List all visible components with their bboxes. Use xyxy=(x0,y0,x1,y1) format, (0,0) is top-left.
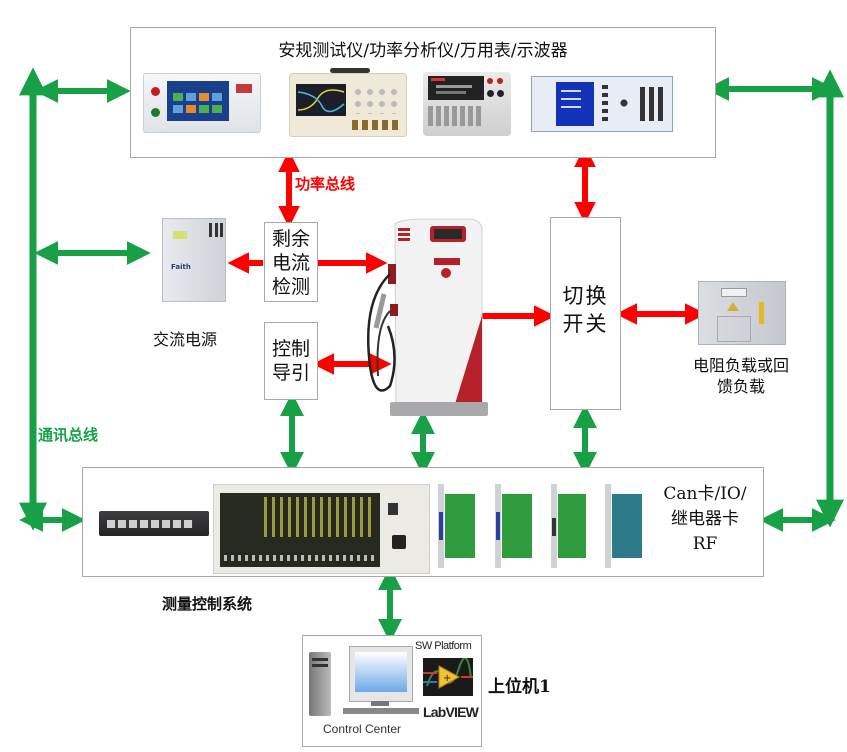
touch-screen xyxy=(167,81,229,121)
comm-bus-label: 通讯总线 xyxy=(38,426,99,444)
ac-source-brand: Faith xyxy=(171,263,191,271)
ev-charger-image xyxy=(360,216,490,421)
multimeter-image xyxy=(423,72,511,136)
load-line-1: 电阻负载或回 xyxy=(692,356,789,375)
ac-source-image: Faith xyxy=(162,218,226,302)
ac-source-label: 交流电源 xyxy=(153,330,218,349)
rcd-line-3: 检测 xyxy=(271,276,310,298)
network-switch-image xyxy=(99,511,209,536)
labview-icon: + xyxy=(423,657,473,696)
svg-text:+: + xyxy=(443,673,451,684)
red-indicator-icon xyxy=(151,87,160,96)
rcd-line-2: 电流 xyxy=(271,252,310,274)
keyboard-icon xyxy=(343,708,419,714)
load-label: 电阻负载或回 馈负载 xyxy=(681,355,801,397)
pilot-line-2: 导引 xyxy=(271,362,310,384)
pc-tower-icon xyxy=(309,652,331,716)
residual-current-detection-box: 剩余 电流 检测 xyxy=(264,222,318,302)
can-card-image xyxy=(605,484,647,568)
green-indicator-icon xyxy=(151,108,160,117)
load-line-2: 馈负载 xyxy=(716,377,765,396)
oscilloscope-image xyxy=(289,68,407,137)
scope-screen xyxy=(296,84,346,116)
pilot-line-1: 控制 xyxy=(271,338,310,360)
sw-platform-label: SW Platform xyxy=(415,640,472,652)
io-card-2-image xyxy=(495,484,537,568)
labview-label: LabVIEW xyxy=(423,704,479,720)
control-pilot-box: 控制 导引 xyxy=(264,322,318,400)
transfer-switch-box: 切换 开关 xyxy=(550,217,621,410)
io-card-1-image xyxy=(438,484,480,568)
measurement-system-label: 测量控制系统 xyxy=(162,595,253,613)
cards-line-1: Can卡/IO/ xyxy=(663,484,747,504)
rcd-line-1: 剩余 xyxy=(271,228,310,250)
instruments-panel: 安规测试仪/功率分析仪/万用表/示波器 xyxy=(130,27,716,158)
power-bus-label: 功率总线 xyxy=(295,175,356,193)
cards-line-2: 继电器卡 xyxy=(671,509,739,529)
cards-label: Can卡/IO/ 继电器卡 RF xyxy=(655,482,755,557)
power-analyzer-image xyxy=(531,76,673,132)
measurement-control-box: Can卡/IO/ 继电器卡 RF xyxy=(82,467,764,577)
safety-tester-image xyxy=(143,73,261,133)
control-center-label: Control Center xyxy=(323,722,402,736)
relay-card-image xyxy=(551,484,593,568)
instruments-title: 安规测试仪/功率分析仪/万用表/示波器 xyxy=(278,41,568,61)
cards-line-3: RF xyxy=(692,534,718,554)
monitor-icon xyxy=(349,646,413,702)
switch-line-1: 切换 xyxy=(562,284,609,308)
host-computer-box: SW Platform + LabVIEW Control Center xyxy=(302,635,482,747)
load-bank-image xyxy=(698,281,786,345)
host-label: 上位机1 xyxy=(488,677,551,697)
switch-line-2: 开关 xyxy=(562,312,609,336)
pxi-chassis-image xyxy=(213,484,430,574)
